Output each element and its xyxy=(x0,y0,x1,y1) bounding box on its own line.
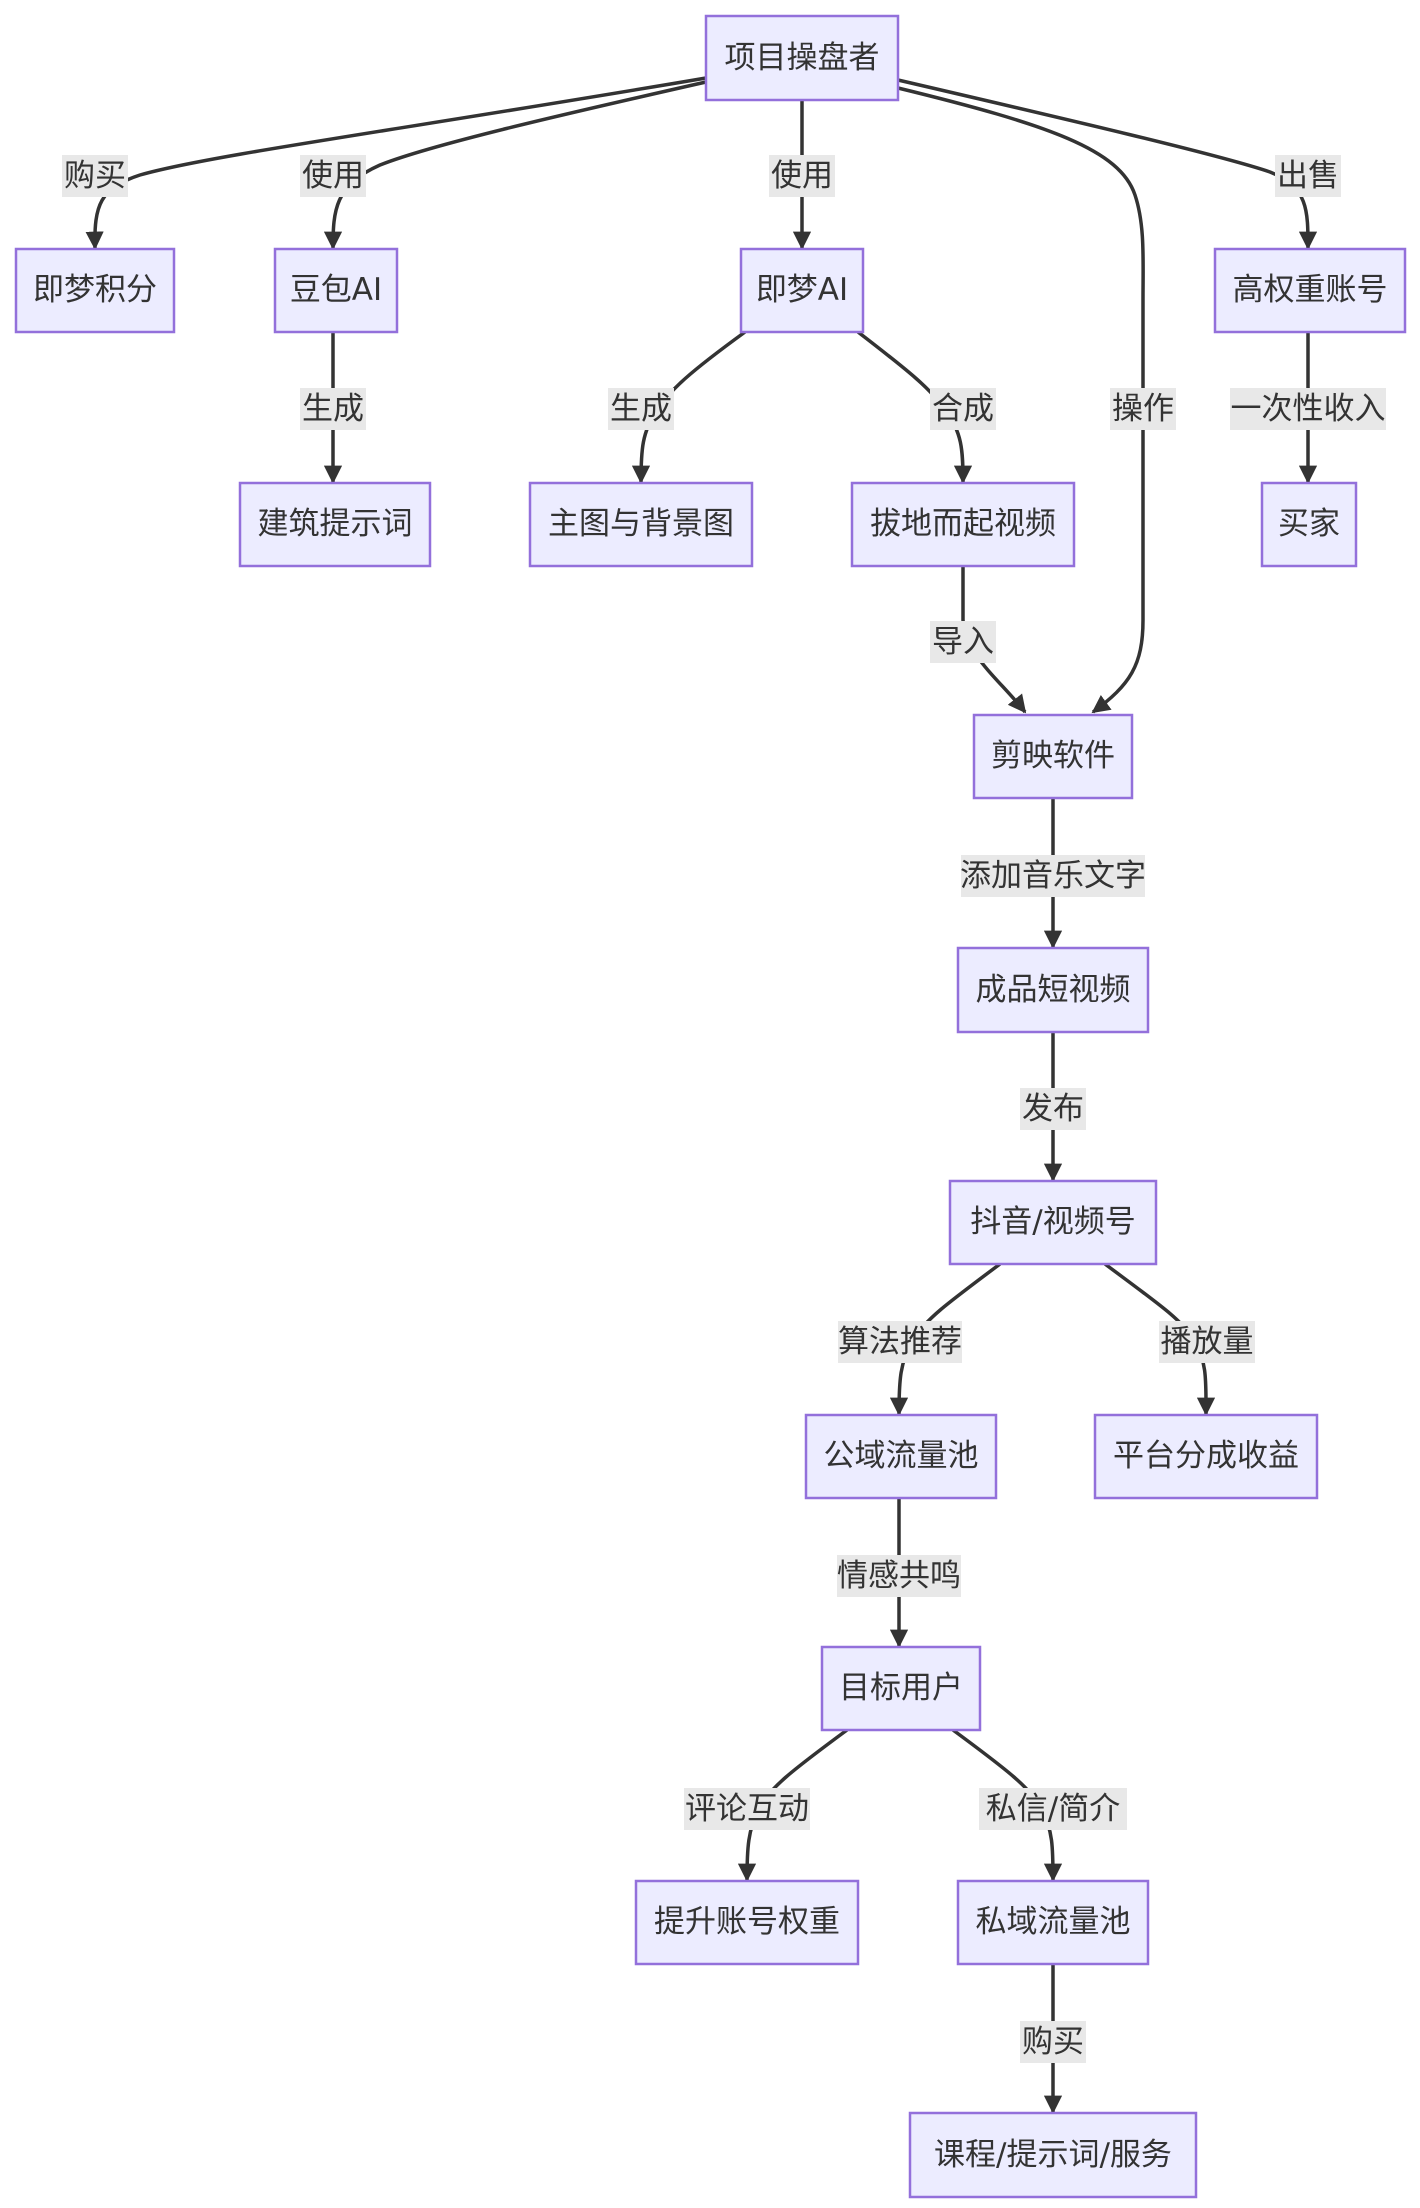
svg-text:抖音/视频号: 抖音/视频号 xyxy=(970,1204,1135,1240)
svg-text:购买: 购买 xyxy=(64,158,126,194)
svg-text:提升账号权重: 提升账号权重 xyxy=(654,1904,840,1940)
svg-text:算法推荐: 算法推荐 xyxy=(838,1324,962,1360)
svg-text:建筑提示词: 建筑提示词 xyxy=(258,506,413,542)
node-private-pool[interactable]: 私域流量池 xyxy=(956,1879,1150,1966)
svg-text:导入: 导入 xyxy=(932,624,994,660)
edge-label-use-doubao: 使用 xyxy=(300,155,366,197)
svg-text:播放量: 播放量 xyxy=(1161,1324,1254,1360)
edge-label-gen-images: 生成 xyxy=(608,388,674,430)
svg-text:成品短视频: 成品短视频 xyxy=(976,972,1131,1008)
node-courses[interactable]: 课程/提示词/服务 xyxy=(908,2111,1198,2199)
edge-label-import: 导入 xyxy=(930,621,996,663)
edge-label-emotion: 情感共鸣 xyxy=(837,1555,961,1597)
svg-text:高权重账号: 高权重账号 xyxy=(1233,272,1388,308)
edge-label-add-music: 添加音乐文字 xyxy=(960,855,1146,897)
svg-text:使用: 使用 xyxy=(771,158,833,194)
svg-text:豆包AI: 豆包AI xyxy=(290,272,382,308)
node-arch-prompt[interactable]: 建筑提示词 xyxy=(238,481,432,568)
svg-text:平台分成收益: 平台分成收益 xyxy=(1113,1438,1299,1474)
svg-text:项目操盘者: 项目操盘者 xyxy=(725,40,880,76)
node-main-bg-image[interactable]: 主图与背景图 xyxy=(528,481,754,568)
edge-label-comments: 评论互动 xyxy=(684,1788,810,1830)
svg-text:使用: 使用 xyxy=(302,158,364,194)
edge-label-one-time: 一次性收入 xyxy=(1230,388,1386,430)
node-account-weight[interactable]: 提升账号权重 xyxy=(634,1879,860,1966)
node-jimeng-points[interactable]: 即梦积分 xyxy=(14,247,176,334)
svg-text:即梦AI: 即梦AI xyxy=(756,272,848,308)
node-jianying[interactable]: 剪映软件 xyxy=(972,713,1134,800)
svg-text:课程/提示词/服务: 课程/提示词/服务 xyxy=(934,2137,1172,2173)
svg-text:拔地而起视频: 拔地而起视频 xyxy=(870,506,1056,542)
svg-text:操作: 操作 xyxy=(1112,391,1174,427)
node-final-video[interactable]: 成品短视频 xyxy=(956,946,1150,1034)
edge-label-buy: 购买 xyxy=(62,155,128,197)
svg-text:合成: 合成 xyxy=(932,391,994,427)
node-buyer[interactable]: 买家 xyxy=(1260,481,1358,568)
svg-text:评论互动: 评论互动 xyxy=(685,1791,809,1827)
node-high-weight-account[interactable]: 高权重账号 xyxy=(1213,247,1407,334)
svg-text:一次性收入: 一次性收入 xyxy=(1231,391,1386,427)
node-rise-video[interactable]: 拔地而起视频 xyxy=(850,481,1076,568)
node-doubao-ai[interactable]: 豆包AI xyxy=(273,247,399,334)
edge-labels: 购买 使用 使用 操作 出售 生成 生成 合成 xyxy=(62,155,1386,2063)
edge-label-compose: 合成 xyxy=(930,388,996,430)
svg-text:买家: 买家 xyxy=(1278,506,1340,542)
edge-label-sell: 出售 xyxy=(1275,155,1341,197)
svg-text:剪映软件: 剪映软件 xyxy=(991,738,1115,774)
node-public-pool[interactable]: 公域流量池 xyxy=(804,1413,998,1500)
edge-operator-to-jimeng-points xyxy=(85,76,707,250)
svg-text:生成: 生成 xyxy=(610,391,672,427)
edge-label-gen-prompt: 生成 xyxy=(300,388,366,430)
edge-label-use-jimeng: 使用 xyxy=(769,155,835,197)
svg-text:购买: 购买 xyxy=(1022,2024,1084,2060)
edge-label-operate: 操作 xyxy=(1110,388,1176,430)
svg-text:出售: 出售 xyxy=(1277,158,1339,194)
svg-text:发布: 发布 xyxy=(1022,1091,1084,1127)
svg-text:添加音乐文字: 添加音乐文字 xyxy=(960,858,1146,894)
svg-text:主图与背景图: 主图与背景图 xyxy=(548,506,734,542)
svg-text:目标用户: 目标用户 xyxy=(839,1670,963,1706)
edge-label-buy-courses: 购买 xyxy=(1020,2021,1086,2063)
edge-operator-to-high-weight-account xyxy=(897,78,1318,250)
nodes: 项目操盘者 即梦积分 豆包AI 即梦AI 高权重账号 建筑提示词 主图与背景图 xyxy=(14,14,1407,2199)
edge-label-algorithm: 算法推荐 xyxy=(838,1321,962,1363)
edge-operator-to-doubao-ai xyxy=(323,80,707,250)
svg-text:公域流量池: 公域流量池 xyxy=(824,1438,979,1474)
edge-label-private-msg: 私信/简介 xyxy=(979,1788,1127,1830)
svg-text:生成: 生成 xyxy=(302,391,364,427)
svg-text:私域流量池: 私域流量池 xyxy=(976,1904,1131,1940)
edge-label-publish: 发布 xyxy=(1020,1088,1086,1130)
svg-text:私信/简介: 私信/简介 xyxy=(986,1791,1120,1827)
node-jimeng-ai[interactable]: 即梦AI xyxy=(739,247,865,334)
edge-label-views: 播放量 xyxy=(1159,1321,1255,1363)
svg-text:即梦积分: 即梦积分 xyxy=(33,272,157,308)
node-douyin[interactable]: 抖音/视频号 xyxy=(948,1179,1158,1266)
edge-operator-to-jianying xyxy=(897,86,1145,714)
node-platform-revenue[interactable]: 平台分成收益 xyxy=(1093,1413,1319,1500)
node-operator[interactable]: 项目操盘者 xyxy=(704,14,900,102)
svg-text:情感共鸣: 情感共鸣 xyxy=(837,1558,961,1594)
node-target-users[interactable]: 目标用户 xyxy=(820,1645,982,1732)
